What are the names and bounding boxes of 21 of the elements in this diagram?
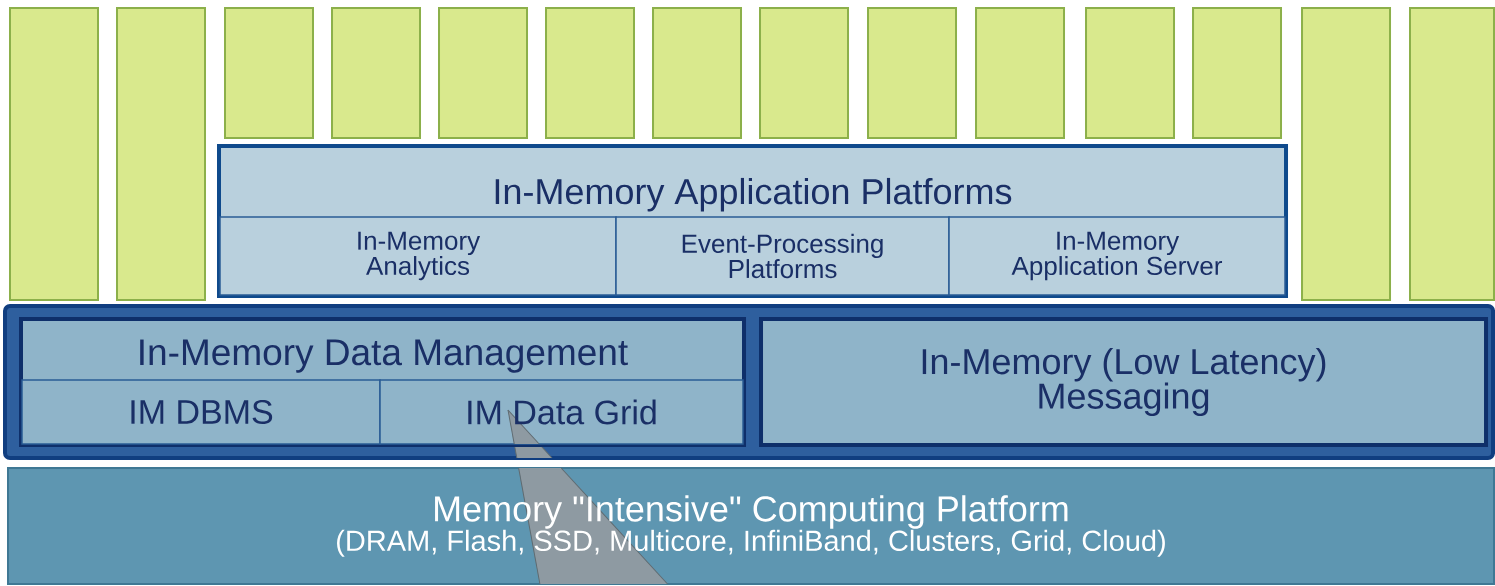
component-cell: IM DBMS	[21, 379, 381, 445]
column-bar	[224, 7, 314, 139]
column-bar	[867, 7, 957, 139]
column-bar	[9, 7, 99, 301]
column-bar	[545, 7, 635, 139]
column-bar	[652, 7, 742, 139]
column-bar	[1085, 7, 1175, 139]
column-bar	[331, 7, 421, 139]
component-cell: In-Memory Analytics	[219, 216, 617, 296]
column-bar	[1409, 7, 1495, 301]
column-bar	[1301, 7, 1391, 301]
column-bar	[116, 7, 206, 301]
component-cell: Event-Processing Platforms	[615, 216, 950, 296]
platform-band: Memory "Intensive" Computing Platform (DRAM, Flash, SSD, Multicore, InfiniBand, Clusters, Grid, Cloud)	[7, 467, 1495, 585]
component-cell: In-Memory Application Server	[948, 216, 1286, 296]
column-bar	[1192, 7, 1282, 139]
component-cell: IM Data Grid	[379, 379, 744, 445]
layer-box: In-Memory (Low Latency) Messaging	[759, 317, 1488, 447]
column-bar	[759, 7, 849, 139]
column-bar	[438, 7, 528, 139]
column-bar	[975, 7, 1065, 139]
